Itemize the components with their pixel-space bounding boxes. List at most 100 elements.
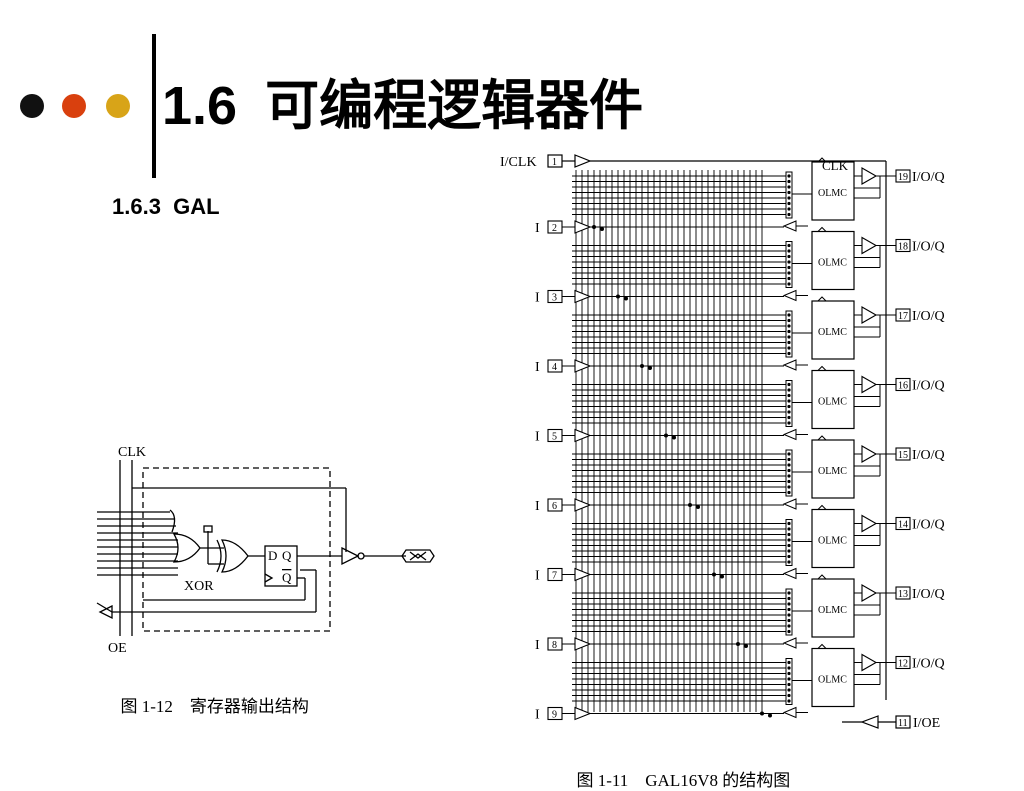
junction-dot — [648, 366, 652, 370]
olmc-block — [811, 230, 855, 291]
olmc-block — [811, 161, 855, 221]
output-buffer — [861, 167, 878, 185]
and-array-block — [785, 241, 793, 288]
output-pin-box — [895, 238, 911, 253]
output-buffer — [861, 584, 878, 602]
and-gate-dot — [787, 335, 791, 339]
output-pin-box — [895, 586, 911, 600]
input-buffer — [574, 289, 592, 304]
output-pin-label: I/O/Q — [912, 170, 945, 185]
junction-dot — [672, 435, 676, 440]
and-gate-dot — [787, 543, 791, 548]
output-buffer — [861, 445, 878, 463]
input-pin-label: I — [535, 360, 540, 375]
and-gate-dot — [787, 452, 791, 456]
olmc-clock-input — [817, 643, 827, 649]
and-gate-dot — [787, 490, 791, 495]
feedback-buffer — [782, 637, 797, 649]
and-gate-dot — [787, 421, 791, 425]
input-pin-number: 2 — [552, 223, 557, 234]
and-gate-dot — [787, 688, 791, 692]
feedback-buffer — [782, 220, 797, 232]
and-gate-dot — [787, 399, 791, 403]
iclk-label: I/CLK — [500, 155, 537, 170]
output-buffer — [861, 236, 878, 255]
junction-dot — [712, 572, 716, 577]
feedback-buffer — [782, 359, 797, 371]
olmc-block — [811, 647, 855, 708]
input-pin-label: I — [535, 569, 540, 584]
d-label: D — [268, 548, 277, 563]
and-gate-dot — [787, 271, 791, 275]
and-gate-dot — [787, 410, 791, 414]
junction-dot — [616, 294, 620, 299]
and-gate-dot — [787, 196, 791, 200]
and-gate-dot — [787, 699, 791, 703]
junction-dot — [640, 364, 644, 368]
output-pin-number: 13 — [898, 589, 908, 600]
and-gate-dot — [787, 629, 791, 634]
and-array-block — [785, 449, 793, 497]
input-pin-number: 5 — [552, 432, 557, 443]
and-array-block — [785, 171, 793, 219]
clk-pin-number: 1 — [552, 157, 557, 168]
bullet-dot-red — [62, 94, 86, 118]
olmc-clock-input — [817, 157, 827, 163]
input-buffer — [574, 498, 592, 512]
and-gate-dot — [787, 677, 791, 681]
and-gate-dot — [787, 346, 791, 350]
and-gate-dot — [787, 318, 791, 323]
input-pin-number: 3 — [552, 293, 557, 304]
output-pin-number: 12 — [898, 659, 908, 670]
oe-label-large: I/OE — [913, 716, 940, 731]
output-pin-label: I/O/Q — [912, 240, 945, 255]
olmc-label: OLMC — [818, 327, 847, 338]
feedback-buffer — [782, 706, 797, 719]
and-gate-dot — [787, 190, 791, 195]
subsection-heading: 1.6.3 GAL — [112, 194, 220, 219]
and-array-block — [785, 380, 793, 427]
output-pin-label: I/O/Q — [912, 587, 945, 602]
and-gate-dot — [787, 549, 791, 553]
output-pin-number: 17 — [898, 311, 908, 322]
and-gate-dot — [787, 624, 791, 628]
and-gate-dot — [787, 468, 791, 473]
feedback-buffer — [782, 567, 797, 580]
oe-pin-number: 11 — [898, 718, 908, 729]
olmc-clock-input — [817, 504, 827, 510]
and-gate-dot — [787, 479, 791, 484]
and-gate-dot — [787, 351, 791, 356]
input-pin-number: 8 — [552, 640, 557, 651]
bullet-dot-black — [20, 94, 44, 118]
olmc-clock-input — [817, 226, 827, 232]
and-gate-dot — [787, 527, 791, 531]
input-buffer — [574, 220, 592, 234]
output-pin-label: I/O/Q — [912, 379, 945, 394]
and-gate-dot — [787, 457, 791, 462]
and-array-block — [785, 588, 793, 636]
and-gate-dot — [787, 201, 791, 206]
and-gate-dot — [787, 179, 791, 184]
output-pin-box — [895, 516, 911, 531]
caption-large-text: GAL16V8 的结构图 — [645, 771, 791, 790]
register-output-diagram: CLK OE XOR D Q Q — [96, 445, 435, 656]
junction-dot — [664, 433, 668, 438]
and-gate-dot — [787, 613, 791, 617]
input-pin-number: 7 — [552, 571, 557, 582]
xor-label: XOR — [184, 579, 214, 594]
junction-dot — [744, 644, 748, 648]
olmc-clock-input — [817, 365, 827, 371]
section-title: 可编程逻辑器件 — [265, 74, 644, 137]
and-gate-dot — [787, 618, 791, 623]
feedback-buffer — [782, 289, 797, 302]
and-gate-dot — [787, 682, 791, 687]
junction-dot — [600, 227, 604, 231]
output-pin-label: I/O/Q — [912, 518, 945, 533]
and-gate-dot — [787, 485, 791, 489]
olmc-label: OLMC — [818, 258, 847, 269]
output-pin-box — [895, 655, 911, 670]
and-gate-dot — [787, 260, 791, 264]
qbar-label: Q — [282, 570, 292, 585]
input-buffer — [574, 428, 592, 443]
